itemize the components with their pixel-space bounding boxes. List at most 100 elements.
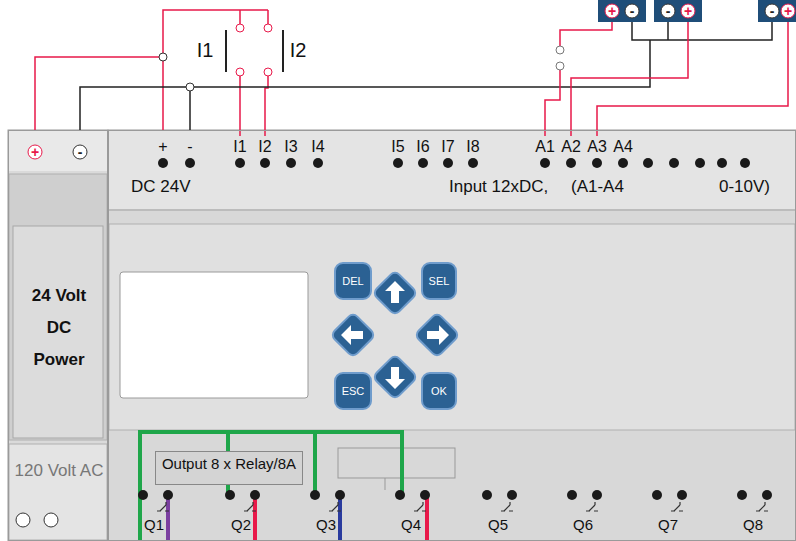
- relay-terminal: [507, 490, 517, 500]
- polarity-symbol: +: [781, 4, 796, 19]
- relay-contact-symbol: [329, 502, 341, 511]
- switch-contact: [264, 68, 272, 76]
- wire-junction: [159, 53, 167, 61]
- terminal-screw: [669, 158, 679, 168]
- polarity-symbol: -: [73, 145, 88, 160]
- sensor-contact: [556, 46, 564, 54]
- output-terminal-label: Q5: [488, 516, 508, 533]
- sensor-box: [654, 0, 702, 22]
- sensor-contact: [556, 62, 564, 70]
- power-module-top: [9, 131, 107, 171]
- terminal-screw: [717, 158, 727, 168]
- input-terminal-label: +: [158, 138, 167, 156]
- key-button: SEL: [421, 262, 458, 300]
- relay-terminal: [138, 490, 148, 500]
- relay-contact-symbol: [414, 502, 426, 511]
- sensor-box: [758, 0, 796, 22]
- input-terminal-label: A1: [535, 138, 555, 156]
- output-terminal-label: Q1: [144, 516, 164, 533]
- ac-terminal: [44, 513, 58, 527]
- terminal-screw: [260, 158, 270, 168]
- switch-wire: [163, 10, 268, 136]
- terminal-screw: [158, 158, 168, 168]
- output-terminal-label: Q6: [573, 516, 593, 533]
- output-wire: [425, 495, 429, 541]
- polarity-symbol: +: [28, 145, 43, 160]
- supply-wire: [35, 57, 163, 130]
- sensor-box: [598, 0, 646, 22]
- divider: [108, 210, 796, 211]
- terminal-screw: [185, 158, 195, 168]
- input-terminal-label: I2: [258, 138, 271, 156]
- relay-terminal: [395, 490, 405, 500]
- key-button: OK: [421, 372, 457, 410]
- terminal-screw: [286, 158, 296, 168]
- polarity-symbol: -: [765, 4, 780, 19]
- polarity-symbol: -: [661, 4, 676, 19]
- terminal-screw: [393, 158, 403, 168]
- relay-terminal: [420, 490, 430, 500]
- output-terminal-label: Q2: [231, 516, 251, 533]
- relay-contact-symbol: [244, 502, 256, 511]
- input-terminal-label: I1: [233, 138, 246, 156]
- ac-terminal: [16, 513, 30, 527]
- front-panel: [109, 224, 795, 430]
- terminal-screw: [418, 158, 428, 168]
- terminal-screw: [740, 158, 750, 168]
- relay-terminal: [225, 490, 235, 500]
- relay-terminal: [250, 490, 260, 500]
- input-terminal-label: I8: [466, 138, 479, 156]
- power-supply-module: 24 Volt DC Power120 Volt AC: [8, 130, 108, 541]
- terminal-screw: [618, 158, 628, 168]
- polarity-symbol: -: [625, 4, 640, 19]
- plc-body: [108, 130, 796, 541]
- output-tab-notch: [385, 478, 386, 490]
- relay-contact-symbol: [501, 502, 513, 511]
- input-terminal-label: I6: [416, 138, 429, 156]
- plc-unit: Output 8 x Relay/8ADELSELESCOKDC 24VInpu…: [108, 130, 796, 541]
- terminal-screw: [592, 158, 602, 168]
- terminal-screw: [468, 158, 478, 168]
- supply-wire: [80, 87, 190, 130]
- input-terminal-label: A2: [561, 138, 581, 156]
- button-label: SEL: [429, 275, 450, 287]
- button-label: Output 8 x Relay/8A: [162, 455, 296, 472]
- output-wire: [166, 495, 170, 541]
- button-label: ESC: [342, 385, 365, 397]
- input-terminal-label: -: [187, 138, 192, 156]
- relay-contact-symbol: [671, 502, 683, 511]
- terminal-screw: [235, 158, 245, 168]
- relay-terminal: [567, 490, 577, 500]
- arrow-icon: [385, 281, 405, 303]
- relay-terminal: [163, 490, 173, 500]
- arrow-icon: [385, 367, 405, 389]
- output-terminal-label: Q4: [401, 516, 421, 533]
- arrow-icon: [341, 325, 363, 345]
- relay-contact-symbol: [586, 502, 598, 511]
- wire-junction: [186, 83, 194, 91]
- relay-terminal: [592, 490, 602, 500]
- output-terminal-label: Q8: [743, 516, 763, 533]
- output-terminal-label: Q3: [316, 516, 336, 533]
- power-module-ac: [9, 444, 107, 540]
- pushbutton-bar: [282, 30, 284, 72]
- terminal-strip: [109, 131, 795, 209]
- output-terminal-label: Q7: [658, 516, 678, 533]
- button-label: DEL: [342, 275, 363, 287]
- node-text: 24 Volt DC Power: [19, 280, 99, 376]
- power-module-body: [8, 130, 108, 541]
- node-text: Input 12xDC,: [449, 177, 548, 197]
- arrow-key: [372, 270, 417, 315]
- input-terminal-label: A4: [613, 138, 633, 156]
- switch-contact: [236, 68, 244, 76]
- terminal-screw: [695, 158, 705, 168]
- input-terminal-label: I5: [391, 138, 404, 156]
- switch-contact: [236, 24, 244, 32]
- switch-contact: [264, 24, 272, 32]
- node-text: 0-10V): [719, 177, 770, 197]
- input-terminal-label: I4: [311, 138, 324, 156]
- switch-label: I2: [290, 39, 307, 62]
